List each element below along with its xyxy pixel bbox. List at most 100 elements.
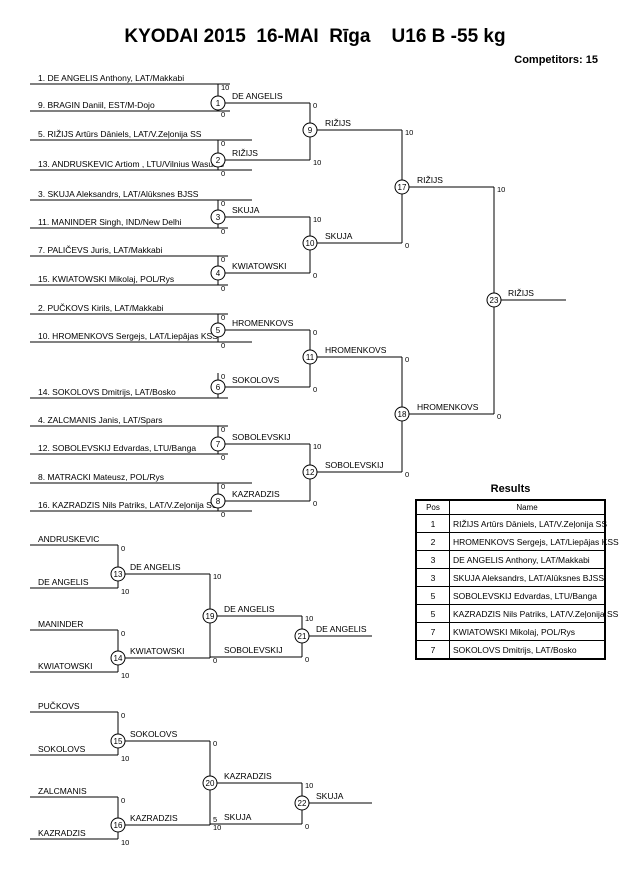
match-number-circle bbox=[210, 493, 226, 509]
result-position: 5 bbox=[415, 604, 450, 623]
loser-from-final: SOBOLEVSKIJ bbox=[224, 645, 283, 655]
score: 10 bbox=[305, 614, 313, 623]
competitor-entry: 7. PALIČEVS Juris, LAT/Makkabi bbox=[38, 245, 163, 255]
page-title: KYODAI 2015 16-MAI Rīga U16 B -55 kg bbox=[124, 26, 506, 47]
competitors-count: Competitors: 15 bbox=[514, 54, 598, 66]
score: 0 bbox=[221, 341, 225, 350]
competitor-entry: 8. MATRACKI Mateusz, POL/Rys bbox=[38, 472, 164, 482]
match-number-circle bbox=[202, 775, 218, 791]
match-winner: RIŽIJS bbox=[417, 175, 443, 185]
match-number-circle bbox=[110, 650, 126, 666]
results-header-row: Pos Name bbox=[415, 499, 606, 515]
match-winner: RIŽIJS bbox=[325, 118, 351, 128]
match-number: 11 bbox=[306, 353, 315, 362]
match-number-circle bbox=[486, 292, 502, 308]
result-position: 5 bbox=[415, 586, 450, 605]
match-number-circle bbox=[110, 566, 126, 582]
score: 0 bbox=[405, 241, 409, 250]
result-position: 2 bbox=[415, 532, 450, 551]
score: 0 bbox=[405, 470, 409, 479]
match-number-circle bbox=[302, 235, 318, 251]
match-number-circle bbox=[110, 817, 126, 833]
score: 0 bbox=[121, 796, 125, 805]
match-winner: SOBOLEVSKIJ bbox=[232, 432, 291, 442]
competitor-entry: 2. PUČKOVS Kirils, LAT/Makkabi bbox=[38, 303, 164, 313]
score: 0 bbox=[121, 711, 125, 720]
result-position: 7 bbox=[415, 622, 450, 641]
match-winner: DE ANGELIS bbox=[224, 604, 275, 614]
match-number: 6 bbox=[216, 383, 221, 392]
loser-from-final: SKUJA bbox=[224, 812, 252, 822]
competitor-entry: 10. HROMENKOVS Sergejs, LAT/Liepājas KSS bbox=[38, 331, 218, 341]
match-number-circle bbox=[210, 152, 226, 168]
result-name: SOKOLOVS Dmitrijs, LAT/Bosko bbox=[449, 640, 606, 660]
score: 10 bbox=[305, 781, 313, 790]
competitor-entry: 13. ANDRUSKEVIC Artiom , LTU/Vilnius Was… bbox=[38, 159, 224, 169]
match-winner: DE ANGELIS bbox=[232, 91, 283, 101]
score: 0 bbox=[221, 453, 225, 462]
match-number: 22 bbox=[298, 799, 307, 808]
match-number-circle bbox=[210, 322, 226, 338]
score: 0 bbox=[221, 227, 225, 236]
score: 0 bbox=[121, 544, 125, 553]
score: 0 bbox=[313, 101, 317, 110]
score: 10 bbox=[405, 128, 413, 137]
match-winner: KWIATOWSKI bbox=[232, 261, 286, 271]
competitor-entry: 16. KAZRADZIS Nils Patriks, LAT/V.Zeļoni… bbox=[38, 500, 218, 510]
match-number: 2 bbox=[216, 156, 221, 165]
score: 0 bbox=[213, 739, 217, 748]
match-number: 21 bbox=[298, 632, 307, 641]
score: 0 bbox=[221, 199, 225, 208]
match-number: 20 bbox=[206, 779, 215, 788]
match-number: 7 bbox=[216, 440, 221, 449]
score: 10 bbox=[213, 572, 221, 581]
score: 0 bbox=[405, 355, 409, 364]
column-header-pos: Pos bbox=[415, 499, 450, 515]
match-number-circle bbox=[394, 406, 410, 422]
match-number-circle bbox=[202, 608, 218, 624]
match-number: 4 bbox=[216, 269, 221, 278]
score: 0 bbox=[221, 139, 225, 148]
match-winner: KAZRADZIS bbox=[232, 489, 280, 499]
match-number-circle bbox=[294, 628, 310, 644]
result-name: KAZRADZIS Nils Patriks, LAT/V.Zeļonija S… bbox=[449, 604, 618, 623]
match-winner: RIŽIJS bbox=[232, 148, 258, 158]
match-number-circle bbox=[210, 209, 226, 225]
score: 0 bbox=[221, 255, 225, 264]
competitor-entry: ANDRUSKEVIC bbox=[38, 534, 99, 544]
competitor-entry: 12. SOBOLEVSKIJ Edvardas, LTU/Banga bbox=[38, 443, 196, 453]
match-winner: SKUJA bbox=[325, 231, 353, 241]
score: 0 bbox=[221, 482, 225, 491]
result-name: HROMENKOVS Sergejs, LAT/Liepājas KSS bbox=[449, 532, 619, 551]
score: 10 bbox=[121, 838, 129, 847]
match-number-circle bbox=[210, 436, 226, 452]
competitor-entry: 9. BRAGIN Daniil, EST/M-Dojo bbox=[38, 100, 155, 110]
competitor-entry: SOKOLOVS bbox=[38, 744, 86, 754]
competitor-entry: 4. ZALCMANIS Janis, LAT/Spars bbox=[38, 415, 163, 425]
score: 0 bbox=[221, 169, 225, 178]
score: 0 bbox=[313, 271, 317, 280]
competitor-entry: 3. SKUJA Aleksandrs, LAT/Alūksnes BJSS bbox=[38, 189, 199, 199]
competitor-entry: PUČKOVS bbox=[38, 701, 80, 711]
match-number-circle bbox=[210, 265, 226, 281]
competitor-entry: KAZRADZIS bbox=[38, 828, 86, 838]
match-winner: SOKOLOVS bbox=[232, 375, 280, 385]
score: 10 bbox=[313, 215, 321, 224]
score: 10 bbox=[313, 158, 321, 167]
score: 10 bbox=[313, 442, 321, 451]
score: 0 bbox=[213, 656, 217, 665]
score: 0 bbox=[221, 313, 225, 322]
score: 5 bbox=[213, 815, 217, 824]
match-number: 12 bbox=[306, 468, 315, 477]
score: 0 bbox=[121, 629, 125, 638]
result-name: SKUJA Aleksandrs, LAT/Alūksnes BJSS bbox=[449, 568, 606, 587]
match-number-circle bbox=[110, 733, 126, 749]
